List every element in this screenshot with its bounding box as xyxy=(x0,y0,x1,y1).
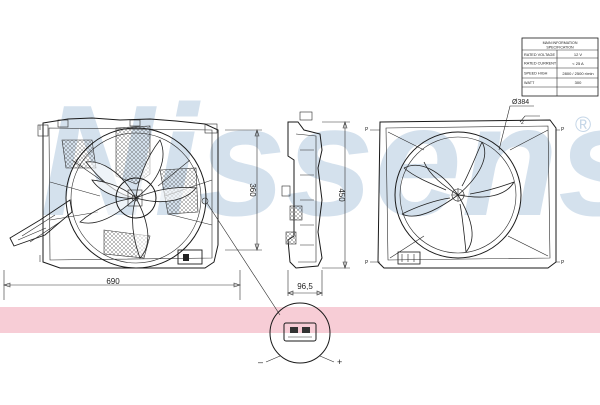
registered-mark: ® xyxy=(575,112,591,137)
spec-table: MAIN INFORMATION SPECIFICATION RATED VOL… xyxy=(521,37,599,97)
spec-row-value: < 25 A xyxy=(572,61,584,66)
fan-diameter-label: Ø384 xyxy=(512,99,529,106)
spec-row-label: SPEED HIGH xyxy=(524,72,548,76)
spec-table-header: MAIN INFORMATION xyxy=(543,41,578,45)
height-front-dimension-label: 360 xyxy=(248,183,257,197)
spec-row-label: RATED VOLTAGE xyxy=(524,53,555,57)
rear-view: 2 P P P P Ø384 xyxy=(365,99,565,269)
spec-row-value: 2800 / 2500 r/min xyxy=(562,71,593,76)
side-view: 450 96,5 xyxy=(281,111,350,296)
connector-detail: – + xyxy=(258,302,342,367)
pink-stripe xyxy=(0,307,600,333)
depth-dimension-label: 96,5 xyxy=(297,282,313,291)
front-view xyxy=(9,117,281,316)
rear-left-mark: P xyxy=(365,127,369,133)
front-dimensions: 690 360 xyxy=(3,129,262,300)
width-dimension-label: 690 xyxy=(106,277,120,286)
connector-plus-label: + xyxy=(337,357,342,367)
spec-row-label: RATED CURRENT xyxy=(524,62,557,66)
rear-bottom-right-mark: P xyxy=(561,260,565,266)
spec-row-label: WATT xyxy=(524,81,535,85)
spec-row-value: 300 xyxy=(575,80,582,85)
height-side-dimension-label: 450 xyxy=(337,188,346,202)
rear-bottom-left-mark: P xyxy=(365,260,369,266)
spec-row-value: 12 V xyxy=(574,52,583,57)
rear-callout-mark: 2 xyxy=(521,120,524,126)
rear-right-mark: P xyxy=(561,127,565,133)
connector-minus-label: – xyxy=(258,357,263,367)
spec-table-header-sub: SPECIFICATION xyxy=(546,46,574,50)
